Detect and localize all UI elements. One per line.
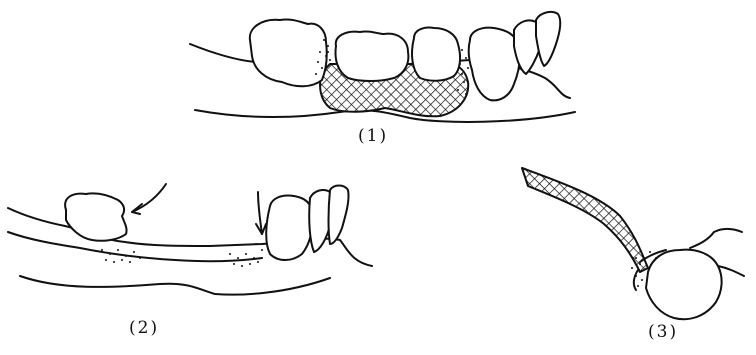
panel-1-pontic-2 [412,27,460,80]
panel-3-molar [646,250,722,320]
panel-3-gum-line [690,229,742,248]
panel-2-arrow-left-head [132,204,142,214]
panel-1-premolar-right [469,28,520,101]
panel-1-label: (1) [358,126,388,146]
panel-1-incisor [536,12,560,66]
panel-2-gum-inner [8,232,262,261]
panel-1-ridge-line [195,110,575,122]
panel-2-drawing [8,184,372,295]
panel-2-label: (2) [129,318,159,338]
panel-2-incisor [329,186,349,245]
panel-2-premolar [266,195,312,260]
panel-3-label: (3) [648,322,678,342]
panel-1-molar-left [250,19,327,86]
panel-1-pontic-1 [336,31,409,81]
panel-1-drawing [190,12,575,122]
panel-2-molar [65,193,126,240]
panel-2-ridge-line [20,276,330,295]
panel-3-connector-bar [522,168,648,272]
panel-3-drawing [522,168,744,319]
